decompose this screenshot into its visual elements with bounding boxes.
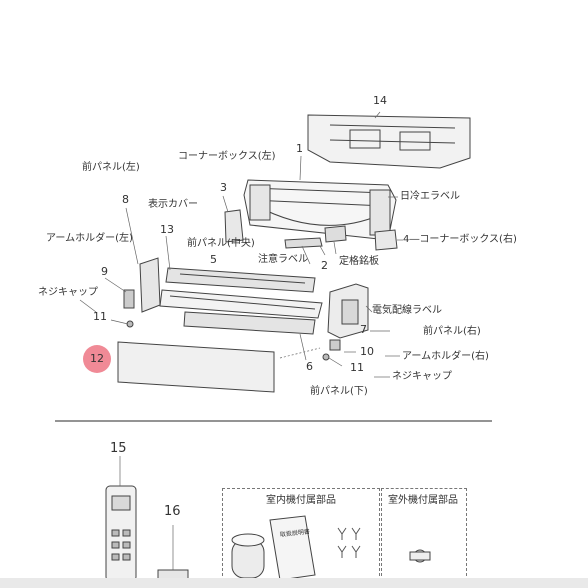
- label-screw-cap-left: ネジキャップ: [38, 287, 98, 298]
- callout-16: 16: [164, 504, 181, 519]
- main-chassis-part: [243, 179, 397, 241]
- callout-14: 14: [373, 94, 387, 107]
- label-corner-box-right: 4―コーナーボックス(右): [403, 234, 517, 245]
- front-panel-bottom-part: [183, 311, 316, 335]
- lower-panel-part: [117, 341, 275, 393]
- manual-part: [269, 515, 316, 581]
- screw-cap-right-part: [322, 353, 330, 361]
- callout-5: 5: [210, 253, 217, 266]
- callout-2: 2: [321, 259, 328, 272]
- outdoor-accessory-title: 室外機付属部品: [388, 495, 458, 506]
- screws-part: [337, 527, 361, 558]
- callout-3: 3: [220, 181, 227, 194]
- callout-6: 6: [306, 360, 313, 373]
- callout-8: 8: [122, 193, 129, 206]
- callout-11-left: 11: [93, 310, 107, 323]
- callout-10: 10: [360, 345, 374, 358]
- label-rating-plate: 定格銘板: [339, 256, 379, 267]
- mounting-plate-part: [307, 114, 471, 169]
- corner-box-left-part: [224, 209, 244, 243]
- label-corner-box-left: コーナーボックス(左): [178, 151, 276, 162]
- label-display-cover: 表示カバー: [148, 199, 198, 210]
- display-cover-part: [159, 289, 323, 319]
- front-panel-right-part: [327, 283, 369, 339]
- callout-1: 1: [296, 142, 303, 155]
- label-arm-holder-right: アームホルダー(右): [402, 351, 489, 362]
- front-panel-center-part: [165, 267, 316, 293]
- arm-holder-right-part: [329, 339, 341, 351]
- callout-15: 15: [110, 441, 127, 456]
- rating-plate-part: [324, 225, 347, 243]
- label-caution: 注意ラベル: [258, 254, 308, 265]
- label-screw-cap-right: ネジキャップ: [392, 371, 452, 382]
- caution-label-part: [284, 237, 323, 249]
- label-hitachi: 日冷エラベル: [400, 191, 460, 202]
- callout-11-right: 11: [350, 361, 364, 374]
- label-front-panel-left: 前パネル(左): [82, 162, 140, 173]
- label-front-panel-center: 前パネル(中央): [187, 238, 255, 249]
- indoor-accessory-title: 室内機付属部品: [266, 495, 336, 506]
- corner-box-right-part: [374, 229, 398, 251]
- drain-elbow-part: [409, 549, 431, 563]
- callout-12-highlight[interactable]: 12: [83, 345, 111, 373]
- callout-7: 7: [360, 323, 367, 336]
- label-front-panel-right: 前パネル(右): [423, 326, 481, 337]
- arm-holder-left-part: [123, 289, 135, 309]
- label-wiring: 電気配線ラベル: [372, 305, 442, 316]
- bottom-scrollbar-strip[interactable]: [0, 578, 588, 588]
- remote-control-part: [105, 485, 137, 582]
- callout-9: 9: [101, 265, 108, 278]
- label-arm-holder-left: アームホルダー(左): [46, 233, 133, 244]
- label-front-panel-bottom: 前パネル(下): [310, 386, 368, 397]
- callout-13: 13: [160, 223, 174, 236]
- front-panel-left-part: [139, 257, 161, 313]
